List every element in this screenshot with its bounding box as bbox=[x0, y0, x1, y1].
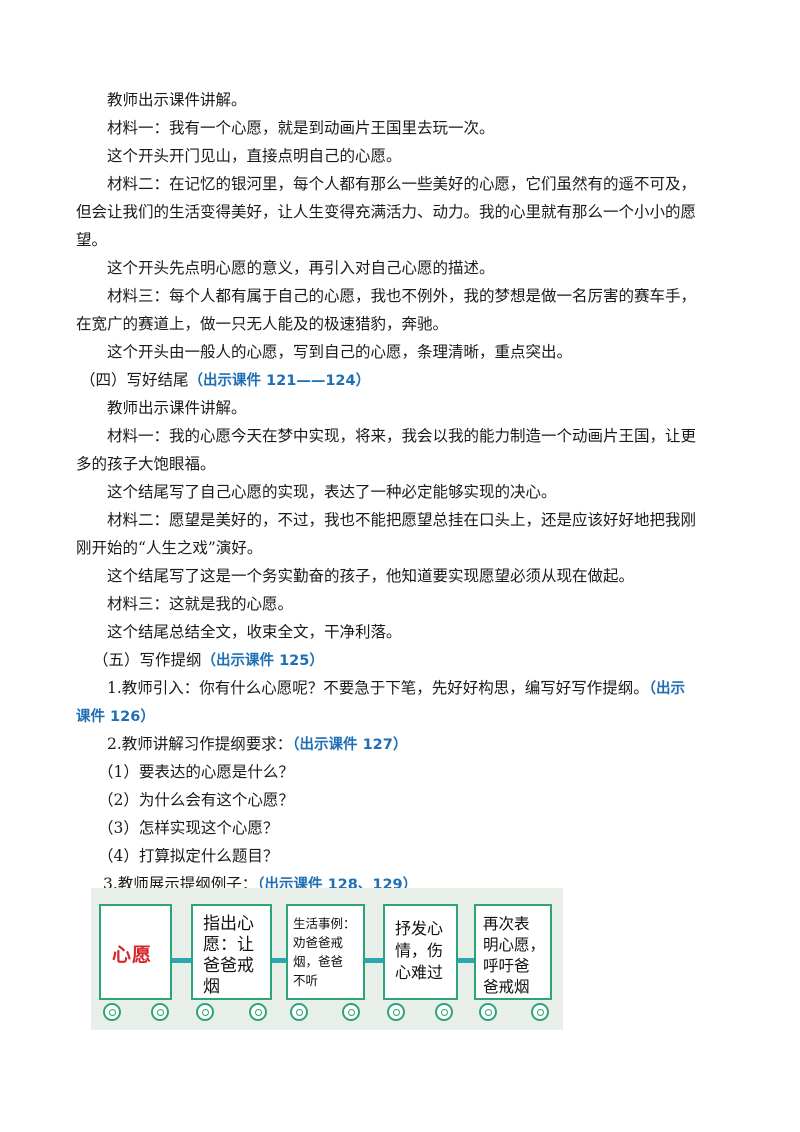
car-line: 劝爸爸戒 bbox=[293, 935, 344, 950]
car-line: 爸爸戒 bbox=[203, 956, 254, 976]
wheel-icon bbox=[249, 1003, 267, 1021]
text-line: 1.教师引入：你有什么心愿呢？不要急于下笔，先好好构思，编写好写作提纲。（出示 bbox=[107, 678, 685, 699]
section-heading-text: （五）写作提纲 bbox=[93, 651, 202, 669]
car-line: 明心愿， bbox=[483, 936, 546, 954]
text-line: 这个结尾写了自己心愿的实现，表达了一种必定能够实现的决心。 bbox=[107, 483, 557, 501]
wheel-icon bbox=[196, 1003, 214, 1021]
wheel-icon bbox=[435, 1003, 453, 1021]
car-line: 烟 bbox=[203, 977, 220, 997]
train-car-wish: 心愿 bbox=[99, 904, 172, 1000]
list-item: （2）为什么会有这个心愿？ bbox=[98, 791, 294, 809]
wheel-icon bbox=[479, 1003, 497, 1021]
text-line: 这个开头先点明心愿的意义，再引入对自己心愿的描述。 bbox=[107, 259, 495, 277]
wheel-icon bbox=[531, 1003, 549, 1021]
car-line: 爸戒烟 bbox=[483, 978, 530, 996]
text-line-content: 1.教师引入：你有什么心愿呢？不要急于下笔，先好好构思，编写好写作提纲。 bbox=[107, 679, 649, 697]
car-line: 不听 bbox=[293, 973, 319, 988]
wheel-icon bbox=[151, 1003, 169, 1021]
text-line: 材料一：我的心愿今天在梦中实现，将来，我会以我的能力制造一个动画片王国，让更 bbox=[107, 427, 697, 445]
text-line-content: 2.教师讲解习作提纲要求： bbox=[107, 735, 293, 753]
list-item: （1）要表达的心愿是什么？ bbox=[98, 763, 294, 781]
wheel-icon bbox=[290, 1003, 308, 1021]
text-line: 材料一：我有一个心愿，就是到动画片王国里去玩一次。 bbox=[107, 119, 495, 137]
car-line: 情，伤 bbox=[395, 941, 444, 960]
car-line: 烟，爸爸 bbox=[293, 954, 344, 969]
courseware-reference: 课件 126） bbox=[76, 709, 155, 725]
section-heading-text: （四）写好结尾 bbox=[80, 371, 189, 389]
text-line: 教师出示课件讲解。 bbox=[107, 91, 247, 109]
list-item: （4）打算拟定什么题目？ bbox=[98, 847, 279, 865]
text-line: 材料三：这就是我的心愿。 bbox=[107, 595, 294, 613]
car-line: 抒发心 bbox=[395, 919, 444, 938]
text-line: 2.教师讲解习作提纲要求：（出示课件 127） bbox=[107, 734, 407, 755]
text-line: 教师出示课件讲解。 bbox=[107, 399, 247, 417]
train-car-life-example: 生活事例： 劝爸爸戒 烟，爸爸 不听 bbox=[286, 904, 365, 1000]
wheel-icon bbox=[342, 1003, 360, 1021]
car-line: 再次表 bbox=[483, 915, 530, 933]
section-heading-4: （四）写好结尾（出示课件 121——124） bbox=[80, 370, 370, 391]
car-line: 心难过 bbox=[395, 963, 444, 982]
wish-title: 心愿 bbox=[112, 944, 153, 966]
text-line: 这个结尾写了这是一个务实勤奋的孩子，他知道要实现愿望必须从现在做起。 bbox=[107, 567, 635, 585]
courseware-reference: （出示课件 121——124） bbox=[188, 373, 371, 389]
train-coupling bbox=[457, 958, 475, 963]
text-line: 这个开头开门见山，直接点明自己的心愿。 bbox=[107, 147, 402, 165]
train-coupling bbox=[271, 958, 287, 963]
text-line: 材料三：每个人都有属于自己的心愿，我也不例外，我的梦想是做一名厉害的赛车手， bbox=[107, 287, 697, 305]
courseware-reference: （出示 bbox=[648, 681, 686, 697]
text-line: 这个开头由一般人的心愿，写到自己的心愿，条理清晰，重点突出。 bbox=[107, 343, 573, 361]
courseware-reference: （出示课件 125） bbox=[201, 653, 324, 669]
train-coupling bbox=[364, 958, 384, 963]
car-line: 愿：让 bbox=[203, 935, 254, 955]
text-line: 课件 126） bbox=[76, 706, 155, 727]
text-line: 材料二：愿望是美好的，不过，我也不能把愿望总挂在口头上，还是应该好好地把我刚 bbox=[107, 511, 697, 529]
text-line: 望。 bbox=[76, 231, 108, 249]
train-car-state-wish: 指出心 愿：让 爸爸戒 烟 bbox=[191, 904, 272, 1000]
car-line: 呼吁爸 bbox=[483, 957, 530, 975]
text-line: 但会让我们的生活变得美好，让人生变得充满活力、动力。我的心里就有那么一个小小的愿 bbox=[76, 203, 697, 221]
car-line: 生活事例： bbox=[293, 916, 356, 931]
text-line: 这个结尾总结全文，收束全文，干净利落。 bbox=[107, 623, 402, 641]
wheel-icon bbox=[387, 1003, 405, 1021]
section-heading-5: （五）写作提纲（出示课件 125） bbox=[93, 650, 324, 671]
text-line: 多的孩子大饱眼福。 bbox=[76, 455, 216, 473]
list-item: （3）怎样实现这个心愿？ bbox=[98, 819, 279, 837]
text-line: 刚开始的“人生之戏”演好。 bbox=[76, 539, 263, 557]
train-car-express-feelings: 抒发心 情，伤 心难过 bbox=[383, 904, 458, 1000]
wheel-icon bbox=[103, 1003, 121, 1021]
text-line: 材料二：在记忆的银河里，每个人都有那么一些美好的心愿，它们虽然有的遥不可及， bbox=[107, 175, 697, 193]
train-coupling bbox=[171, 958, 192, 963]
courseware-reference: （出示课件 127） bbox=[292, 737, 408, 753]
car-line: 指出心 bbox=[203, 914, 254, 934]
train-car-restate-wish: 再次表 明心愿， 呼吁爸 爸戒烟 bbox=[474, 904, 552, 1000]
text-line: 在宽广的赛道上，做一只无人能及的极速猎豹，奔驰。 bbox=[76, 315, 449, 333]
